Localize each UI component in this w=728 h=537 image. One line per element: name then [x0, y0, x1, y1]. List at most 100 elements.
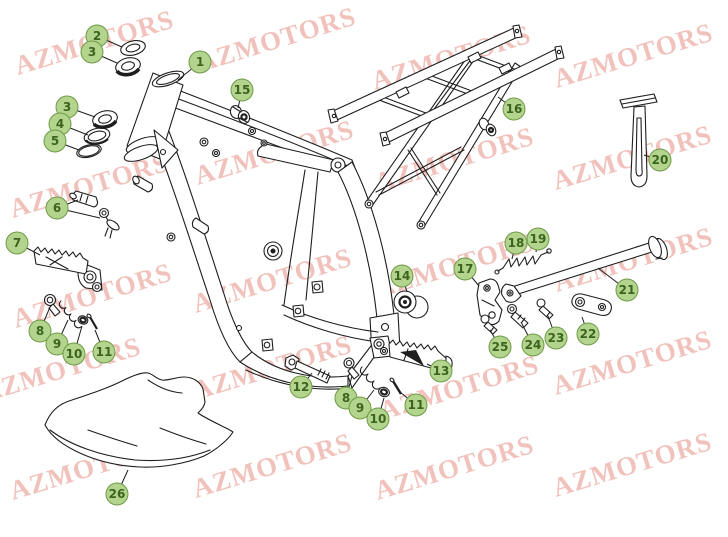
- callout-bubble[interactable]: [62, 342, 86, 366]
- callout-number: 20: [652, 153, 669, 167]
- callout-25[interactable]: 25: [488, 329, 512, 359]
- callout-22[interactable]: 22: [576, 316, 600, 346]
- hardware-set-right: [343, 357, 403, 398]
- callout-bubble[interactable]: [45, 196, 69, 220]
- callout-number: 4: [56, 117, 64, 131]
- callout-bubble[interactable]: [504, 231, 528, 255]
- callout-number: 8: [36, 324, 44, 338]
- steering-bearings-bottom: [76, 110, 118, 159]
- callout-bubble[interactable]: [502, 97, 526, 121]
- chain-roller-14: [393, 290, 429, 319]
- main-frame: [123, 70, 401, 390]
- callout-21[interactable]: 21: [597, 267, 639, 302]
- callout-bubble[interactable]: [544, 326, 568, 350]
- callout-9[interactable]: 9: [348, 389, 375, 420]
- callout-number: 11: [96, 345, 113, 359]
- callout-12[interactable]: 12: [289, 372, 313, 399]
- callout-bubble[interactable]: [429, 359, 453, 383]
- callout-8[interactable]: 8: [28, 306, 52, 343]
- side-stand: [500, 235, 668, 303]
- callout-number: 3: [63, 100, 71, 114]
- callout-bubble[interactable]: [43, 129, 67, 153]
- steering-bearings-top: [115, 40, 146, 77]
- callout-number: 22: [580, 327, 597, 341]
- callout-13[interactable]: 13: [426, 359, 453, 383]
- callout-number: 21: [619, 283, 636, 297]
- stand-spring: [494, 248, 552, 275]
- callout-24[interactable]: 24: [520, 321, 545, 357]
- callout-bubble[interactable]: [390, 264, 414, 288]
- part-6-hardware: [69, 190, 120, 239]
- callout-bubble[interactable]: [28, 319, 52, 343]
- callout-10[interactable]: 10: [62, 325, 86, 366]
- stand-tool: [619, 93, 658, 188]
- callout-bubble[interactable]: [453, 257, 477, 281]
- callout-14[interactable]: 14: [390, 264, 414, 293]
- callout-1[interactable]: 1: [177, 50, 212, 81]
- sub-frame: [327, 24, 565, 230]
- callout-number: 19: [530, 232, 547, 246]
- callout-5[interactable]: 5: [43, 129, 80, 153]
- callout-26[interactable]: 26: [105, 469, 129, 506]
- callout-number: 5: [51, 134, 59, 148]
- stand-bracket-17: [476, 278, 503, 326]
- callout-bubble[interactable]: [105, 482, 129, 506]
- callout-number: 17: [457, 262, 474, 276]
- callout-bubble[interactable]: [404, 393, 428, 417]
- callout-number: 16: [506, 102, 523, 116]
- callout-bubble[interactable]: [188, 50, 212, 74]
- callout-bubble[interactable]: [648, 148, 672, 172]
- callout-23[interactable]: 23: [544, 315, 568, 350]
- callout-3[interactable]: 3: [55, 95, 96, 119]
- callout-number: 8: [342, 391, 350, 405]
- callout-number: 18: [508, 236, 525, 250]
- callout-bubble[interactable]: [366, 407, 390, 431]
- callout-number: 24: [525, 338, 542, 352]
- watermark-text: AZMOTORS: [549, 426, 716, 503]
- callout-9[interactable]: 9: [45, 319, 69, 356]
- callout-bubble[interactable]: [45, 332, 69, 356]
- callout-number: 7: [13, 236, 21, 250]
- callout-bubble[interactable]: [615, 278, 639, 302]
- bolt-23: [536, 298, 554, 320]
- callout-10[interactable]: 10: [366, 397, 390, 431]
- callout-bubble[interactable]: [521, 333, 545, 357]
- callout-15[interactable]: 15: [230, 78, 254, 109]
- callout-bubble[interactable]: [576, 322, 600, 346]
- footpeg-left: [33, 246, 103, 293]
- callout-19[interactable]: 19: [526, 227, 550, 253]
- callout-6[interactable]: 6: [45, 196, 101, 220]
- callout-bubble[interactable]: [92, 340, 116, 364]
- callout-bubble[interactable]: [289, 375, 313, 399]
- watermark-text: AZMOTORS: [371, 429, 538, 506]
- callout-number: 3: [88, 45, 96, 59]
- callout-17[interactable]: 17: [453, 257, 480, 287]
- callout-bubble[interactable]: [348, 396, 372, 420]
- callout-bubble[interactable]: [80, 40, 104, 64]
- callout-bubble[interactable]: [526, 227, 550, 251]
- callout-18[interactable]: 18: [504, 231, 528, 260]
- callout-11[interactable]: 11: [92, 329, 116, 364]
- callout-bubble[interactable]: [488, 335, 512, 359]
- callout-11[interactable]: 11: [399, 391, 428, 417]
- callout-number: 15: [234, 83, 251, 97]
- mudguard: [44, 372, 234, 468]
- callout-bubble[interactable]: [5, 231, 29, 255]
- callout-16[interactable]: 16: [497, 96, 526, 121]
- callout-number: 13: [433, 364, 450, 378]
- callout-bubble[interactable]: [230, 78, 254, 102]
- bolt-24: [506, 303, 529, 329]
- callout-7[interactable]: 7: [5, 231, 41, 256]
- stand-link-22: [571, 293, 612, 316]
- callout-20[interactable]: 20: [643, 148, 672, 172]
- callout-number: 10: [370, 412, 387, 426]
- callout-number: 10: [66, 347, 83, 361]
- callout-number: 9: [53, 337, 61, 351]
- callout-3[interactable]: 3: [80, 40, 118, 64]
- bolt-25: [480, 314, 498, 335]
- bushing-15: [229, 105, 251, 124]
- callout-number: 6: [53, 201, 61, 215]
